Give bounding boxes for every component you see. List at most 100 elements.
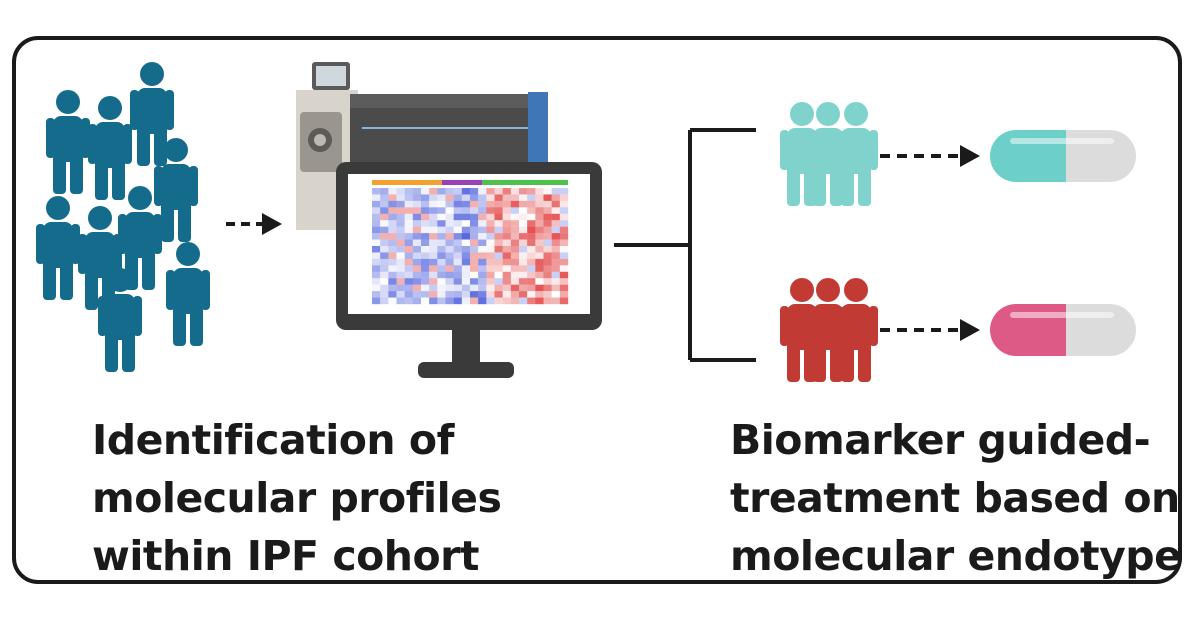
heatmap-cell	[494, 188, 503, 195]
heatmap-cell	[388, 265, 397, 272]
heatmap-cell	[396, 297, 405, 305]
heatmap-cell	[412, 207, 422, 214]
heatmap-cell	[453, 297, 463, 305]
heatmap-cell	[535, 271, 544, 279]
heatmap-cell	[559, 252, 569, 260]
heatmap-cell	[372, 239, 381, 247]
heatmap-cell	[486, 188, 495, 195]
heatmap-cell	[559, 220, 569, 227]
heatmap-cell	[461, 258, 471, 266]
heatmap-cell	[437, 220, 446, 227]
heatmap-cell	[551, 271, 561, 279]
heatmap-cell	[551, 239, 561, 247]
heatmap-cell	[519, 188, 528, 195]
pill-capsule-icon	[990, 304, 1136, 356]
heatmap-cell	[470, 278, 479, 285]
heatmap-cell	[535, 265, 544, 272]
heatmap-cell	[453, 246, 463, 253]
heatmap-cell	[404, 291, 414, 298]
heatmap-cell	[535, 207, 544, 214]
heatmap-cell	[461, 284, 471, 292]
heatmap-cell	[445, 207, 454, 214]
heatmap-cell	[551, 252, 561, 260]
heatmap-cell	[502, 207, 512, 214]
heatmap-cell	[486, 252, 495, 260]
heatmap-cell	[470, 207, 479, 214]
heatmap-cell	[372, 200, 381, 208]
heatmap-cell	[437, 207, 446, 214]
heatmap-cell	[412, 291, 422, 298]
heatmap-cell	[470, 258, 479, 266]
heatmap-cell	[437, 194, 446, 202]
heatmap-cell	[372, 220, 381, 227]
heatmap-cell	[535, 258, 544, 266]
heatmap-cell	[478, 291, 487, 298]
heatmap-cell	[494, 220, 503, 227]
heatmap-cell	[551, 284, 561, 292]
heatmap-cell	[388, 188, 397, 195]
heatmap-cell	[535, 297, 544, 305]
heatmap-cell	[519, 233, 528, 240]
heatmap-cell	[404, 200, 414, 208]
heatmap-cell	[510, 258, 520, 266]
heatmap-cell	[453, 239, 463, 247]
heatmap-cell	[527, 233, 536, 240]
heatmap-cell	[559, 233, 569, 240]
heatmap-cell	[494, 284, 503, 292]
heatmap-cell	[478, 220, 487, 227]
heatmap-cell	[478, 194, 487, 202]
heatmap-cell	[551, 188, 561, 195]
right-caption: Biomarker guided- treatment based on mol…	[730, 411, 1182, 585]
heatmap-cell	[494, 233, 503, 240]
branch-connector	[614, 128, 756, 362]
heatmap-cell	[494, 265, 503, 272]
heatmap-cell	[510, 271, 520, 279]
heatmap-cell	[494, 200, 503, 208]
heatmap-cell	[429, 246, 438, 253]
heatmap-cell	[388, 226, 397, 234]
heatmap-cell	[510, 252, 520, 260]
heatmap-cell	[445, 220, 454, 227]
endotype-2-group	[780, 278, 878, 382]
heatmap-cell	[551, 246, 561, 253]
heatmap-cell	[470, 226, 479, 234]
heatmap-cell	[527, 278, 536, 285]
heatmap-cell	[380, 291, 389, 298]
heatmap-cell	[429, 220, 438, 227]
heatmap-cell	[543, 271, 552, 279]
heatmap-cell	[470, 271, 479, 279]
heatmap-cell	[429, 278, 438, 285]
heatmap-cell	[470, 252, 479, 260]
heatmap-cell	[372, 233, 381, 240]
heatmap-cell	[543, 278, 552, 285]
heatmap-cell	[453, 252, 463, 260]
heatmap-cell	[478, 278, 487, 285]
heatmap-cell	[535, 291, 544, 298]
heatmap-cell	[372, 271, 381, 279]
heatmap-cell	[559, 278, 569, 285]
heatmap-cell	[412, 188, 422, 195]
heatmap-cell	[510, 194, 520, 202]
right-caption-line: molecular endotype	[730, 532, 1182, 580]
heatmap-cell	[510, 213, 520, 221]
person-icon	[36, 196, 80, 300]
heatmap-cell	[502, 291, 512, 298]
heatmap-cell	[510, 200, 520, 208]
heatmap-cell	[502, 226, 512, 234]
heatmap-cell	[372, 284, 381, 292]
left-caption-line: within IPF cohort	[92, 532, 479, 580]
heatmap-cell	[551, 213, 561, 221]
heatmap-cell	[551, 207, 561, 214]
heatmap-cell	[535, 233, 544, 240]
heatmap-cell	[478, 239, 487, 247]
heatmap-cell	[421, 207, 430, 214]
heatmap-cell	[519, 207, 528, 214]
heatmap-cell	[502, 246, 512, 253]
heatmap-cell	[527, 226, 536, 234]
heatmap-cell	[429, 226, 438, 234]
heatmap-cell	[453, 207, 463, 214]
heatmap-cell	[543, 200, 552, 208]
heatmap-cell	[486, 233, 495, 240]
heatmap-cell	[559, 188, 569, 195]
heatmap-cell	[412, 265, 422, 272]
